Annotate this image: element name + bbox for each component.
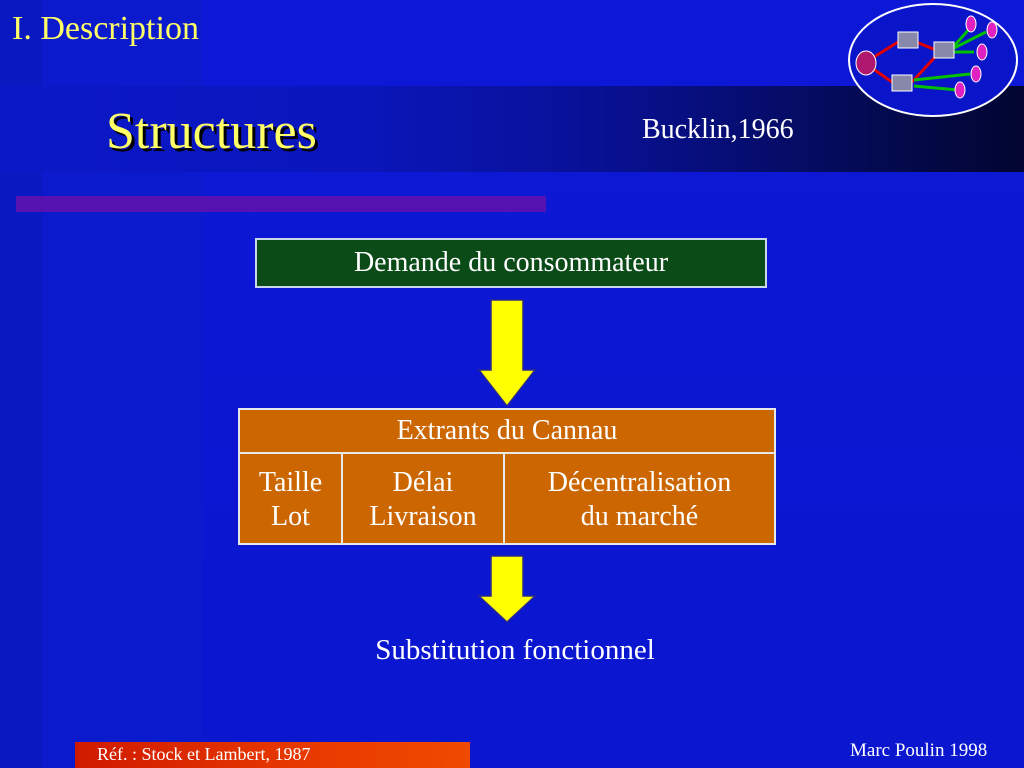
cell-text: Décentralisation <box>547 466 732 498</box>
result-text: Substitution fonctionnel <box>375 634 655 666</box>
cell-market-decentralization: Décentralisation du marché <box>503 454 774 545</box>
cell-text: Taille <box>258 466 323 498</box>
outputs-table-header: Extrants du Cannau <box>240 410 774 454</box>
demand-box: Demande du consommateur <box>255 238 767 288</box>
cell-text: Lot <box>271 500 310 532</box>
cell-text: du marché <box>580 500 699 532</box>
author-year: Bucklin,1966 <box>642 114 794 145</box>
reference-box: Réf. : Stock et Lambert, 1987 <box>75 742 470 768</box>
slide-title: Structures <box>106 103 317 160</box>
section-title: I. Description <box>12 10 199 47</box>
title-underline <box>16 196 546 212</box>
outputs-table: Extrants du Cannau Taille Lot Délai Livr… <box>238 408 776 545</box>
cell-text: Livraison <box>369 500 477 532</box>
down-arrow-icon <box>477 299 537 408</box>
cell-text: Délai <box>392 466 454 498</box>
reference-text: Réf. : Stock et Lambert, 1987 <box>97 744 311 764</box>
cell-delivery-time: Délai Livraison <box>341 454 503 545</box>
down-arrow-icon <box>477 555 537 624</box>
network-flow-logo-icon <box>848 3 1018 117</box>
outputs-table-row: Taille Lot Délai Livraison Décentralisat… <box>240 454 774 545</box>
cell-lot-size: Taille Lot <box>240 454 341 545</box>
author-credit: Marc Poulin 1998 <box>850 740 988 761</box>
title-band <box>0 86 1024 172</box>
